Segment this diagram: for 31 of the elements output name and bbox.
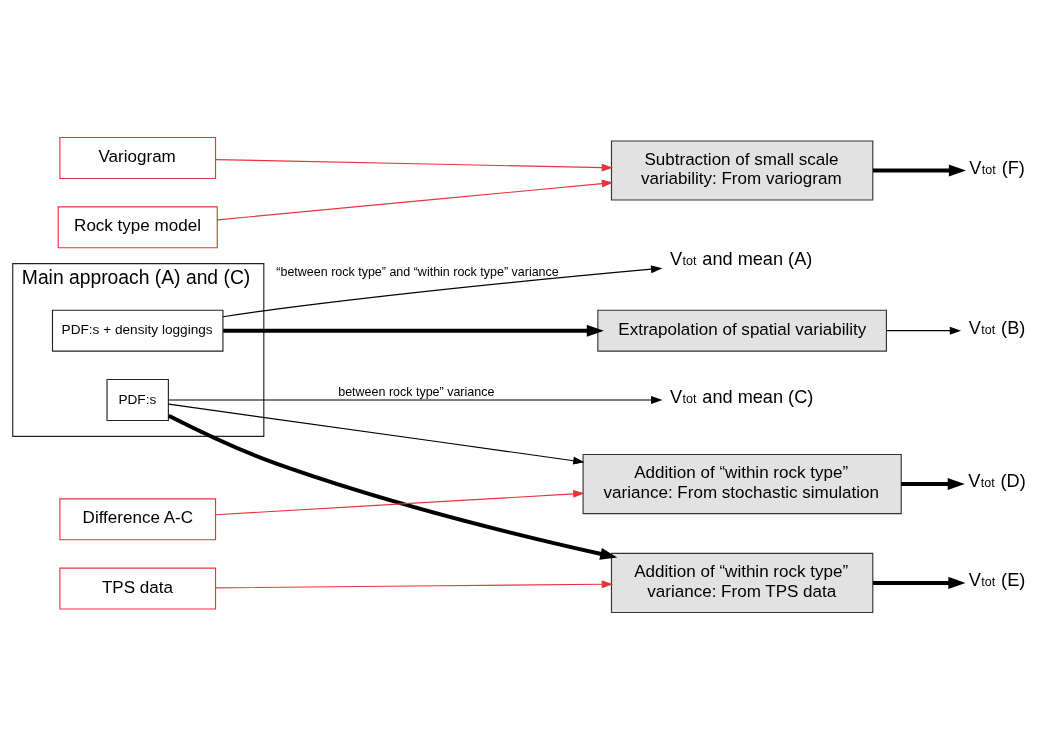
node-box: PDF:s + density loggings: [51, 309, 224, 352]
arrow: [873, 164, 966, 176]
arrow: [873, 576, 966, 589]
arrow: [168, 403, 585, 465]
arrow: [168, 395, 663, 404]
edge-label: “between rock type” and “within rock type” variance: [276, 264, 559, 279]
arrow: [223, 324, 604, 337]
node-text: Vtot (E): [968, 569, 1026, 590]
node-text: Vtot (F): [969, 157, 1025, 178]
arrow: [886, 326, 962, 335]
arrow: [901, 477, 965, 490]
node-text: Vtot (D): [968, 470, 1026, 491]
arrow: [216, 179, 614, 220]
node-box: TPS data: [59, 567, 217, 610]
node-text: Vtot and mean (C): [670, 386, 814, 407]
node-box: Extrapolation of spatial variability: [597, 309, 887, 352]
node-box: Variogram: [59, 136, 217, 179]
arrow: [215, 158, 614, 172]
arrow: [222, 264, 663, 317]
arrow: [215, 579, 614, 588]
node-box: Addition of “within rock type” variance: From stochastic simulation: [582, 453, 902, 514]
node-box: Rock type model: [57, 205, 218, 248]
node-box: Subtraction of small scale variability: From variogram: [610, 139, 874, 201]
arrow: [167, 413, 618, 560]
node-box: Difference A-C: [59, 497, 217, 540]
node-box: PDF:s: [106, 378, 169, 421]
node-text: Vtot (B): [968, 317, 1026, 338]
node-text: Vtot and mean (A): [670, 248, 813, 269]
node-box: Addition of “within rock type” variance: From TPS data: [610, 552, 874, 613]
edge-label: between rock type” variance: [338, 384, 495, 399]
arrow: [215, 489, 585, 515]
